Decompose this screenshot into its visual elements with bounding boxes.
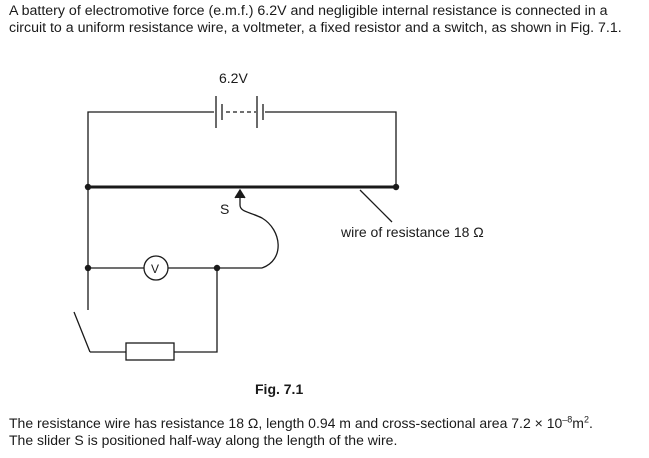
- top-wire-right: [265, 111, 397, 187]
- area-unit: m: [572, 415, 584, 431]
- footer-line-2: The slider S is positioned half-way alon…: [9, 432, 398, 448]
- intro-paragraph: A battery of electromotive force (e.m.f.…: [9, 3, 622, 36]
- battery-label: 6.2V: [219, 70, 248, 86]
- junction-voltmeter-right: [213, 264, 221, 272]
- slider-arrowhead: [234, 188, 246, 199]
- wire-label: wire of resistance 18 Ω: [340, 224, 484, 240]
- junction-wire-left: [84, 183, 92, 191]
- slider-label: S: [220, 201, 229, 217]
- footer-text: The resistance wire has resistance 18 Ω,…: [9, 415, 645, 449]
- footer-line-1-text: The resistance wire has resistance 18 Ω,…: [9, 415, 563, 431]
- figure-caption: Fig. 7.1: [255, 381, 304, 397]
- junction-voltmeter-left: [84, 264, 92, 272]
- footer-line-1-end: .: [588, 415, 593, 431]
- exponent: –8: [562, 414, 573, 425]
- fixed-resistor: [125, 342, 175, 361]
- junction-wire-right: [392, 183, 400, 191]
- unit-power: 2: [583, 414, 589, 425]
- voltmeter: [143, 255, 169, 281]
- bottom-wire: [90, 268, 218, 353]
- slider-lead: [239, 196, 279, 269]
- wire-label-pointer: [359, 189, 393, 223]
- switch-blade: [73, 311, 91, 353]
- footer-line-1: The resistance wire has resistance 18 Ω,…: [9, 415, 645, 432]
- top-wire-left: [87, 111, 214, 187]
- voltmeter-symbol: V: [151, 262, 159, 276]
